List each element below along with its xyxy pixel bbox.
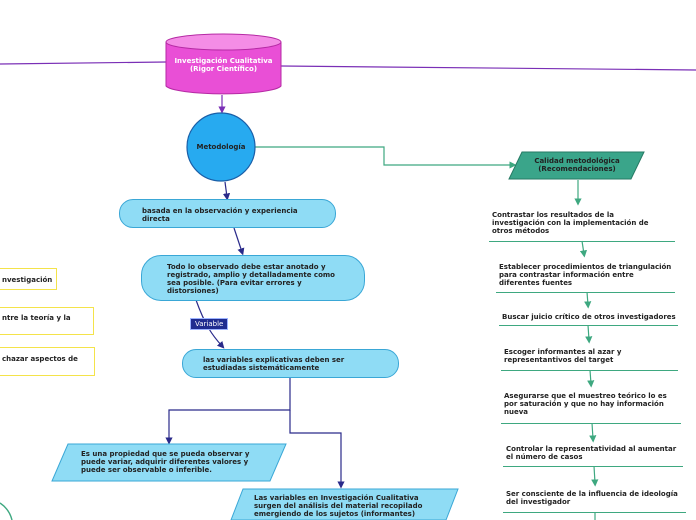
todo-line-4: distorsiones)	[167, 287, 219, 295]
basada-to-todo-link	[233, 227, 245, 256]
recommendation-text: Controlar la representatividad al aument…	[506, 445, 676, 461]
propiedad-line-1: Es una propiedad que se pueda observar y	[81, 450, 250, 458]
rec-6-line-2: el número de casos	[506, 453, 583, 461]
rec-5-line-2: por saturación y que no hay información	[504, 400, 664, 408]
propiedad-line-2: puede variar, adquirir diferentes valore…	[81, 458, 249, 466]
recommendation-text: Escoger informantes al azar y representa…	[504, 348, 621, 364]
left-node-2-label: ntre la teoría y la	[2, 314, 71, 322]
rec-1-line-1: Contrastar los resultados de la	[492, 211, 614, 219]
cualitativa-line-1: Las variables en Investigación Cualitati…	[254, 494, 419, 502]
rec4-to-rec5-link	[587, 369, 595, 388]
explicativas-line-1: las variables explicativas deben ser	[203, 356, 345, 364]
root-link-right	[280, 65, 696, 71]
rec2-to-rec3-link	[584, 291, 592, 309]
left-node-3-label: chazar aspectos de	[2, 355, 78, 363]
left-node-3[interactable]: chazar aspectos de	[0, 347, 95, 376]
todo-node[interactable]: Todo lo observado debe estar anotado y r…	[141, 255, 365, 301]
rec-1-line-3: otros métodos	[492, 227, 550, 235]
todo-line-1: Todo lo observado debe estar anotado y	[167, 263, 326, 271]
root-link-left	[0, 61, 167, 65]
cualitativa-line-3: emergiendo de los sujetos (informantes)	[254, 510, 416, 518]
basada-line-1: basada en la observación y experiencia	[142, 207, 298, 215]
rec-2-line-3: diferentes fuentes	[499, 279, 573, 287]
left-node-1[interactable]: nvestigación	[0, 268, 57, 290]
propiedad-label: Es una propiedad que se pueda observar y…	[81, 450, 250, 474]
root-node-shape[interactable]	[165, 33, 282, 95]
rec-4-line-2: representantivos del target	[504, 356, 614, 364]
rec-5-line-3: nueva	[504, 408, 529, 416]
metodologia-label: Metodología	[196, 143, 246, 151]
explicativas-line-2: estudiadas sistemáticamente	[203, 364, 320, 372]
recommendation-item[interactable]: Escoger informantes al azar y representa…	[501, 346, 678, 371]
left-node-2[interactable]: ntre la teoría y la	[0, 307, 94, 335]
left-node-1-label: nvestigación	[2, 276, 53, 284]
recommendation-item[interactable]: Controlar la representatividad al aument…	[503, 444, 683, 467]
cualitativa-line-2: surgen del análisis del material recopil…	[254, 502, 423, 510]
rec1-to-rec2-link	[579, 240, 588, 258]
rec-2-line-1: Establecer procedimientos de triangulaci…	[499, 263, 672, 271]
basada-line-2: directa	[142, 215, 170, 223]
metodologia-node-shape[interactable]	[186, 112, 256, 182]
rec-1-line-2: investigación con la implementación de	[492, 219, 649, 227]
recommendation-text: Buscar juicio crítico de otros investiga…	[502, 313, 676, 321]
explicativas-to-cualitativa-link	[289, 410, 345, 489]
recommendation-text: Establecer procedimientos de triangulaci…	[499, 263, 671, 287]
cualitativa-node-shape[interactable]	[230, 488, 459, 520]
todo-line-3: sea posible. (Para evitar errores y	[167, 279, 302, 287]
recommendation-item[interactable]: Asegurarse que el muestreo teórico lo es…	[501, 390, 681, 424]
calidad-line-1: Calidad metodológica	[534, 157, 620, 165]
calidad-line-2: (Recomendaciones)	[538, 165, 616, 173]
partial-node-edge	[0, 502, 13, 520]
rec5-to-rec6-link	[589, 422, 597, 443]
recommendation-text: Ser consciente de la influencia de ideol…	[506, 490, 678, 506]
root-node-label: Investigación Cualitativa (Rigor Científ…	[166, 57, 281, 73]
root-title: Investigación Cualitativa	[174, 57, 273, 65]
cualitativa-label: Las variables en Investigación Cualitati…	[254, 494, 422, 518]
rec-2-line-2: para contrastar información entre	[499, 271, 634, 279]
rec-7-line-2: del investigador	[506, 498, 571, 506]
rec-5-line-1: Asegurarse que el muestreo teórico lo es	[504, 392, 667, 400]
recommendation-text: Asegurarse que el muestreo teórico lo es…	[504, 392, 667, 416]
root-subtitle: (Rigor Científico)	[189, 65, 258, 73]
basada-node[interactable]: basada en la observación y experiencia d…	[119, 199, 336, 228]
recommendation-item[interactable]: Buscar juicio crítico de otros investiga…	[499, 311, 678, 326]
propiedad-node-shape[interactable]	[51, 443, 287, 482]
recommendation-item[interactable]: Establecer procedimientos de triangulaci…	[496, 261, 675, 293]
calidad-label: Calidad metodológica (Recomendaciones)	[512, 157, 642, 173]
calidad-node-shape[interactable]	[508, 151, 645, 180]
variable-link-label[interactable]: Variable	[190, 318, 229, 330]
rec-3-line-1: Buscar juicio crítico de otros investiga…	[502, 313, 676, 321]
todo-line-2: registrado, amplio y detalladamente como	[167, 271, 335, 279]
propiedad-line-3: puede ser observable o inferible.	[81, 466, 212, 474]
rec-7-line-1: Ser consciente de la influencia de ideol…	[506, 490, 678, 498]
metodologia-to-calidad-link	[255, 146, 517, 169]
rec-6-line-1: Controlar la representatividad al aument…	[506, 445, 677, 453]
explicativas-to-propiedad-link	[165, 378, 291, 445]
rec6-to-rec7-link	[591, 465, 599, 487]
explicativas-label: las variables explicativas deben ser est…	[203, 356, 344, 372]
rec3-to-rec4-link	[585, 324, 593, 344]
recommendation-item[interactable]: Contrastar los resultados de la investig…	[489, 209, 675, 242]
recommendation-text: Contrastar los resultados de la investig…	[492, 211, 649, 235]
metodologia-to-basada-link	[222, 181, 231, 201]
recommendation-item[interactable]: Ser consciente de la influencia de ideol…	[503, 489, 686, 513]
rec-4-line-1: Escoger informantes al azar y	[504, 348, 622, 356]
todo-label: Todo lo observado debe estar anotado y r…	[167, 263, 335, 295]
explicativas-node[interactable]: las variables explicativas deben ser est…	[182, 349, 399, 378]
basada-label: basada en la observación y experiencia d…	[142, 207, 298, 223]
